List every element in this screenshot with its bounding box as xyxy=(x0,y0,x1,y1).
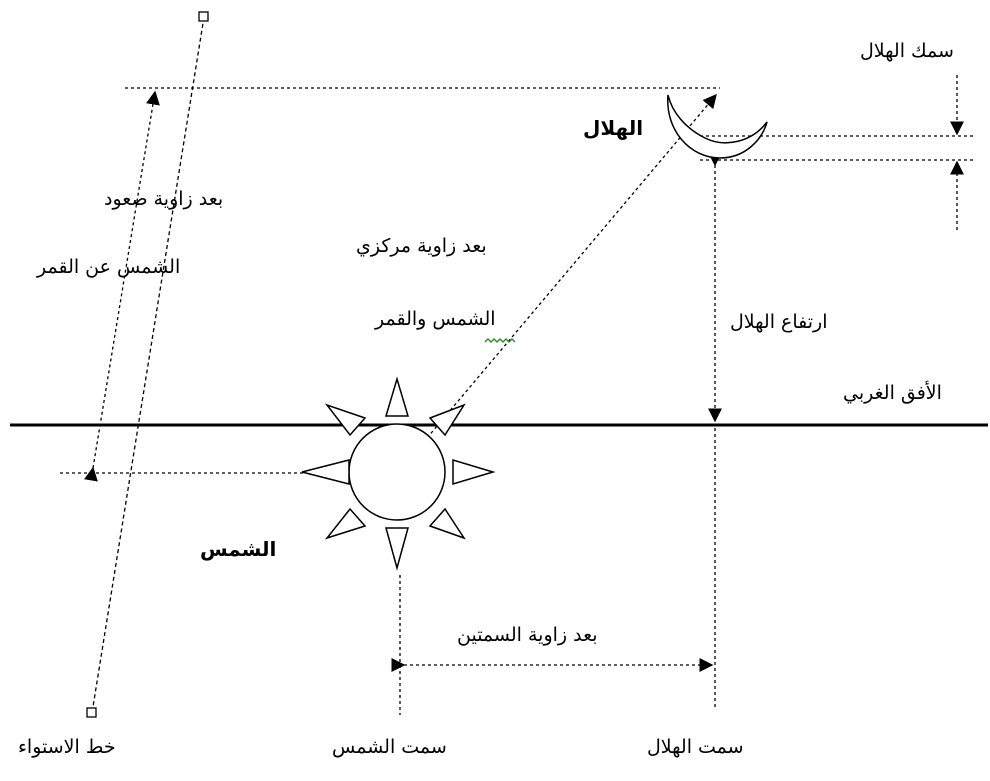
equator-line xyxy=(91,16,205,714)
ra-distance-arrow xyxy=(84,90,160,482)
crescent-altitude-label: ارتفاع الهلال xyxy=(730,311,828,333)
crescent-label: الهلال xyxy=(583,116,644,140)
crescent-azimuth-label: سمت الهلال xyxy=(647,736,744,758)
sun-label: الشمس xyxy=(200,537,277,561)
ra-distance-label-1: بعد زاوية صعود xyxy=(104,188,224,210)
azimuth-difference-label: بعد زاوية السمتين xyxy=(457,624,598,646)
center-distance-arrow xyxy=(386,93,717,485)
equator-top-handle xyxy=(198,11,209,22)
equator-line-label: خط الاستواء xyxy=(18,736,116,758)
equator-bottom-handle xyxy=(86,707,97,718)
crescent-icon xyxy=(667,94,768,159)
spellcheck-squiggle xyxy=(484,338,516,343)
crescent-thickness-label: سمك الهلال xyxy=(860,40,954,62)
ra-distance-label-2: الشمس عن القمر xyxy=(37,256,181,278)
center-distance-label-1: بعد زاوية مركزي xyxy=(356,235,487,257)
sun-icon xyxy=(301,376,496,571)
sun-azimuth-label: سمت الشمس xyxy=(332,736,447,758)
western-horizon-label: الأفق الغربي xyxy=(843,382,942,404)
center-distance-label-2: الشمس والقمر xyxy=(375,308,496,330)
